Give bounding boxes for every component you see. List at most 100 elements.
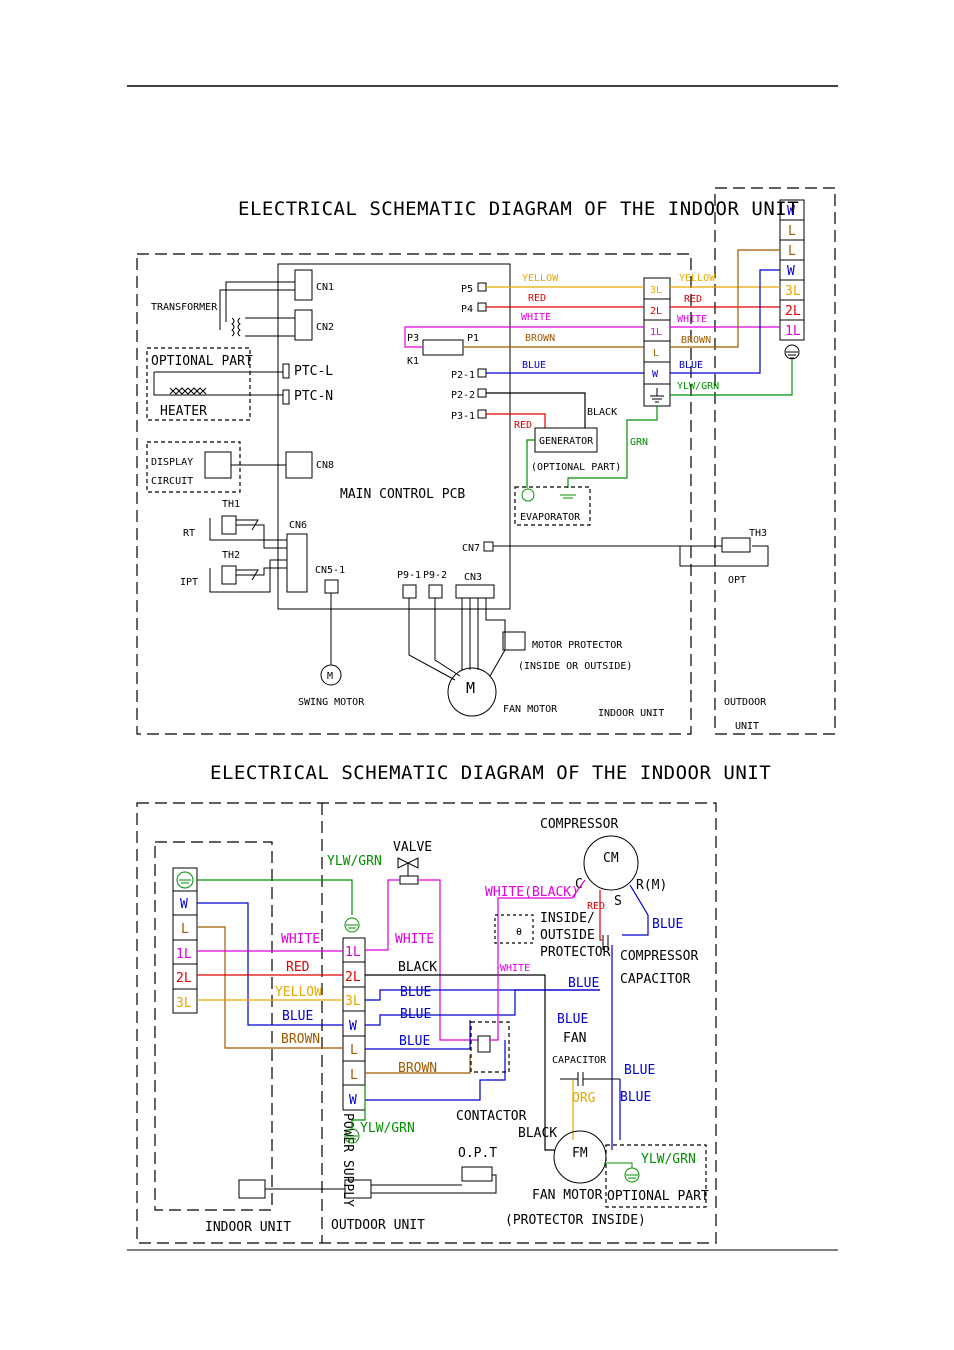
valve-white-wire — [365, 879, 400, 951]
diagram-1-wires — [404, 249, 793, 488]
cn7-label: CN7 — [462, 543, 480, 554]
swing-motor-icon — [320, 664, 342, 686]
p9-1-label: P9-1 — [397, 570, 421, 581]
compressor-wires — [490, 879, 649, 1150]
compressor-capacitor-label-1: COMPRESSOR — [620, 949, 698, 964]
left-terminal-strip: W L 1L 2L 3L — [172, 867, 198, 1014]
compressor-motor-icon — [583, 835, 639, 891]
indoor-terminal-w: W — [652, 369, 659, 380]
label-black-fm: BLACK — [518, 1126, 557, 1141]
power-supply-label: POWER SUPPLY — [340, 1113, 355, 1207]
evaporator-label: EVAPORATOR — [520, 512, 581, 523]
valve-white-wire-2 — [418, 879, 478, 1041]
outdoor-unit-frame — [714, 187, 836, 735]
wire-label-white-out: WHITE — [677, 314, 707, 325]
indoor-terminal-2l: 2L — [650, 306, 662, 317]
compressor-cm-label: CM — [603, 851, 619, 866]
ptc-l-label: PTC-L — [294, 364, 333, 379]
p9-2-label: P9-2 — [423, 570, 447, 581]
cn5-1-connector — [324, 579, 339, 594]
th2-sensor — [221, 565, 237, 585]
cn8-label: CN8 — [316, 460, 334, 471]
p2-1-label: P2-1 — [451, 370, 475, 381]
label-brown-left: BROWN — [281, 1032, 320, 1047]
wire-label-red-generator: RED — [514, 420, 532, 431]
compressor-label: COMPRESSOR — [540, 817, 618, 832]
diagram-2: ELECTRICAL SCHEMATIC DIAGRAM OF THE INDO… — [136, 762, 771, 1244]
k1-relay — [422, 339, 464, 356]
swing-motor-label: SWING MOTOR — [298, 697, 365, 708]
mid-bottom-ground-icon — [344, 1128, 360, 1144]
swing-motor-m: M — [327, 671, 333, 682]
inside-outside-protector-box — [494, 914, 534, 944]
indoor-opt-connector — [238, 1179, 266, 1199]
mid-terminal-w1: W — [349, 1019, 357, 1034]
p3-1-label: P3-1 — [451, 411, 475, 422]
ipt-label: IPT — [180, 577, 198, 588]
cn7-wire — [493, 545, 769, 567]
fan-motor-label-2: FAN MOTOR — [532, 1188, 603, 1203]
ylw-grn-opt-label: YLW/GRN — [641, 1152, 696, 1167]
fan-capacitor-label-1: FAN — [563, 1031, 586, 1046]
indoor-unit-label-1: INDOOR UNIT — [598, 708, 664, 719]
opt-label-2: O.P.T — [458, 1146, 497, 1161]
p2-2-label: P2-2 — [451, 390, 475, 401]
indoor-ground-icon — [650, 388, 664, 403]
diagram-1-title: ELECTRICAL SCHEMATIC DIAGRAM OF THE INDO… — [238, 198, 799, 220]
left-terminal-w: W — [180, 897, 188, 912]
fan-motor-icon — [447, 667, 497, 717]
compressor-capacitor-icon — [602, 935, 609, 950]
label-black-mid: BLACK — [398, 960, 437, 975]
protector-inside-label: (PROTECTOR INSIDE) — [505, 1213, 646, 1228]
main-control-pcb-label: MAIN CONTROL PCB — [340, 487, 465, 502]
p9-1-connector — [402, 584, 417, 599]
display-label-1: DISPLAY — [151, 457, 193, 468]
label-blue-fcap-2: BLUE — [620, 1090, 651, 1105]
th2-label: TH2 — [222, 550, 240, 561]
label-white-small: WHITE — [500, 963, 530, 974]
motor-protector-icon — [502, 631, 526, 651]
p5-terminal — [477, 282, 487, 292]
mid-terminal-l2: L — [350, 1068, 358, 1083]
cn3-connector — [455, 584, 495, 599]
protector-theta: θ — [516, 927, 522, 938]
cn3-label: CN3 — [464, 572, 482, 583]
wire-label-yellow-out: YELLOW — [679, 273, 716, 284]
label-brown-mid: BROWN — [398, 1061, 437, 1076]
generator-optional-label: (OPTIONAL PART) — [531, 462, 621, 473]
th3-sensor — [721, 537, 751, 553]
mid-terminal-1l: 1L — [345, 945, 361, 960]
cn2-label: CN2 — [316, 322, 334, 333]
transformer-symbol — [219, 281, 295, 337]
label-white-mid: WHITE — [395, 932, 434, 947]
label-white-left: WHITE — [281, 932, 320, 947]
ptc-l-connector — [282, 363, 290, 379]
optional-part-label: OPTIONAL PART — [151, 354, 253, 369]
outdoor-terminal-w2: W — [787, 264, 795, 279]
inside-protector-label-3: PROTECTOR — [540, 945, 611, 960]
outdoor-unit-label-1b: UNIT — [735, 721, 759, 732]
heater-label: HEATER — [160, 404, 207, 419]
motor-protector-label: MOTOR PROTECTOR — [532, 640, 623, 651]
cn8-connector — [285, 451, 313, 479]
left-terminal-l: L — [181, 922, 189, 937]
main-control-pcb — [277, 263, 511, 610]
ylw-grn-bottom-label: YLW/GRN — [360, 1121, 415, 1136]
ylw-grn-top-label: YLW/GRN — [327, 854, 382, 869]
label-blue-mid-1: BLUE — [400, 985, 431, 1000]
left-ground-icon — [176, 871, 194, 889]
evaporator-box — [514, 486, 591, 526]
generator-ground-wire — [526, 439, 535, 488]
display-circuit-box — [146, 441, 241, 493]
left-terminal-2l: 2L — [176, 971, 192, 986]
contactor-box — [470, 1021, 510, 1073]
display-label-2: CIRCUIT — [151, 476, 193, 487]
mid-terminal-strip: 1L 2L 3L W L L W — [342, 937, 366, 1111]
optional-part-label-2: OPTIONAL PART — [607, 1189, 709, 1204]
p4-label: P4 — [461, 304, 473, 315]
wire-label-brown-out: BROWN — [681, 335, 711, 346]
label-yellow-left: YELLOW — [275, 985, 322, 1000]
p4-terminal — [477, 302, 487, 312]
opt-sensor — [461, 1166, 493, 1182]
p3-1-terminal — [477, 409, 487, 419]
